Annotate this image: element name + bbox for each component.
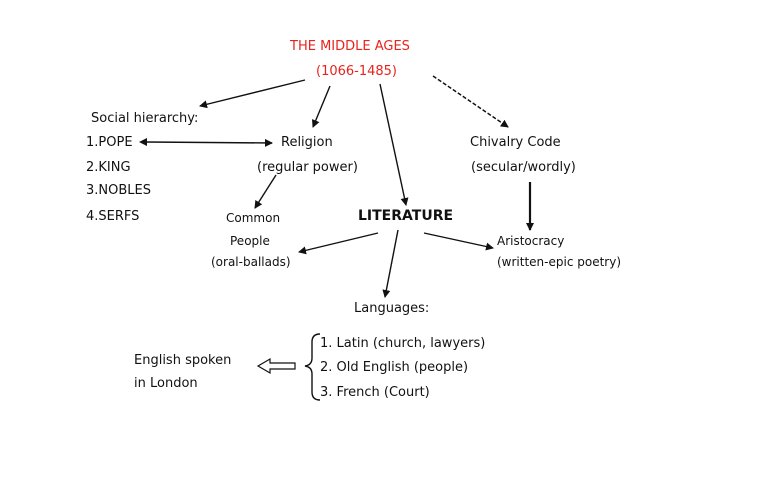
common-people-line1: Common — [226, 211, 281, 225]
language-item-french: 3. French (Court) — [320, 385, 430, 400]
hierarchy-item-pope: 1.POPE — [86, 135, 133, 150]
period-range: (1066-1485) — [316, 64, 398, 79]
arrow-literature-to-common — [298, 232, 379, 255]
arrow-title-to-religion — [311, 85, 331, 128]
diagram-title: THE MIDDLE AGES — [290, 39, 410, 54]
common-people-line3: (oral-ballads) — [211, 255, 291, 269]
aristocracy-line2: (written-epic poetry) — [497, 255, 622, 269]
arrow-literature-to-aristocracy — [423, 232, 494, 251]
arrow-pope-religion — [139, 138, 273, 147]
common-people-line2: People — [230, 234, 270, 248]
language-item-old-english: 2. Old English (people) — [320, 360, 469, 375]
religion-label: Religion — [281, 135, 333, 150]
language-item-latin: 1. Latin (church, lawyers) — [320, 336, 486, 351]
chivalry-label: Chivalry Code — [470, 135, 561, 150]
religion-subtitle: (regular power) — [257, 160, 358, 175]
arrow-literature-to-languages — [382, 229, 399, 298]
chivalry-subtitle: (secular/wordly) — [471, 160, 576, 175]
arrow-title-to-hierarchy — [199, 79, 306, 109]
aristocracy-line1: Aristocracy — [497, 234, 565, 248]
languages-brace — [304, 333, 321, 401]
literature-label: LITERATURE — [358, 208, 454, 224]
arrow-title-to-literature — [379, 83, 409, 206]
hierarchy-item-serfs: 4.SERFS — [86, 209, 140, 224]
hierarchy-item-nobles: 3.NOBLES — [86, 183, 151, 198]
languages-heading: Languages: — [354, 301, 430, 316]
social-hierarchy-heading: Social hierarchy: — [91, 111, 199, 126]
english-note-line1: English spoken — [134, 353, 232, 368]
english-note-line2: in London — [134, 376, 198, 391]
arrow-religion-to-common — [254, 174, 277, 209]
arrow-title-to-chivalry — [432, 75, 509, 128]
hierarchy-item-king: 2.KING — [86, 160, 131, 175]
hollow-arrow-left — [256, 357, 296, 375]
